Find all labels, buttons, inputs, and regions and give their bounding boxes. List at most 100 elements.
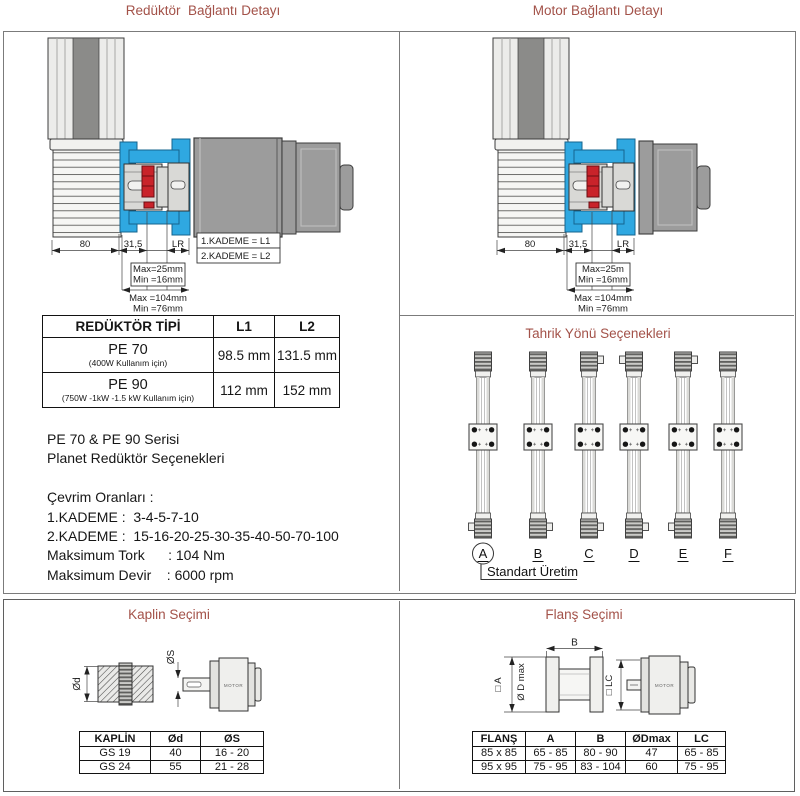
lc-header: LC	[677, 731, 726, 747]
tahrik-option-D: D	[619, 351, 649, 562]
spec-line: 1.KADEME : 3-4-5-7-10	[47, 508, 199, 525]
l1-header: L1	[213, 315, 275, 338]
table-row: GS 19 40 16 - 20	[79, 746, 264, 761]
dmax-header: ØDmax	[625, 731, 678, 747]
l2-value: 152 mm	[274, 372, 340, 408]
spec-line	[47, 469, 339, 488]
reduktor-connection-drawing: 80 31,5 LR 1.KADEME = L1 2.KADEME = L2 M…	[47, 37, 354, 315]
spec-line: PE 70 & PE 90 Serisi	[47, 431, 180, 447]
kaplin-drawing: Ød MOTOR ØS	[72, 649, 262, 712]
kaplin-model: GS 19	[79, 746, 151, 761]
b-label: B	[571, 638, 578, 649]
tahrik-option-C: C	[574, 351, 604, 562]
min16-label: Min =16mm	[578, 275, 628, 286]
kaplin-table: KAPLİN Ød ØS GS 19 40 16 - 20 GS 24 55 2…	[79, 731, 264, 774]
table-row: 95 x 95 75 - 95 83 - 104 60 75 - 95	[472, 759, 726, 774]
motor-shaft-stub	[546, 522, 553, 531]
spec-text-block: PE 70 & PE 90 Serisi Planet Redüktör Seç…	[47, 430, 339, 585]
actuator-column	[47, 37, 125, 238]
coupling-red-jaw	[141, 165, 155, 198]
motor-shaft-stub	[642, 522, 649, 531]
flans-section-title: Flanş Seçimi	[545, 607, 623, 622]
dmax-value: 47	[625, 746, 678, 761]
dim-80-label: 80	[80, 239, 91, 250]
b-dimension	[546, 645, 603, 657]
tahrik-option-label: C	[584, 546, 593, 561]
dim-315-label: 31,5	[569, 239, 588, 250]
max104-label: Max =104mm	[574, 293, 632, 304]
a-value: 75 - 95	[525, 759, 576, 774]
tahrik-option-label: B	[534, 546, 543, 561]
flans-header: FLANŞ	[472, 731, 526, 747]
motor-label: MOTOR	[655, 683, 674, 688]
b-header: B	[575, 731, 626, 747]
tahrik-option-F: F	[713, 351, 743, 562]
b-value: 80 - 90	[575, 746, 626, 761]
dmax-label: Ø D max	[516, 663, 527, 701]
lower-panel-divider	[399, 601, 400, 789]
b-value: 83 - 104	[575, 759, 626, 774]
motor-section-title: Motor Bağlantı Detayı	[532, 3, 664, 18]
min76-label: Min =76mm	[133, 304, 183, 315]
flange-spool	[545, 656, 604, 713]
motor-shaft-stub	[619, 355, 626, 364]
reduktor-type: PE 70	[108, 341, 148, 358]
dmax-value: 60	[625, 759, 678, 774]
tahrik-option-label: D	[629, 546, 638, 561]
coupling-side-view	[97, 662, 154, 706]
tahrik-option-A: A	[468, 351, 498, 565]
table-row: 85 x 85 65 - 85 80 - 90 47 65 - 85	[472, 746, 726, 761]
a-value: 65 - 85	[525, 746, 576, 761]
reduktor-type-note: (750W -1kW -1.5 kW Kullanım için)	[61, 392, 195, 403]
a-dimension	[504, 656, 546, 713]
a-label: □ A	[493, 677, 504, 692]
flans-drawing: B □ A Ø D max □ LC MOTOR	[493, 638, 696, 715]
od-value: 55	[150, 759, 201, 774]
os-value: 16 - 20	[200, 746, 264, 761]
dim-80-label: 80	[525, 239, 536, 250]
motor-body	[638, 140, 711, 235]
gearbox-motor	[193, 137, 354, 238]
os-label: ØS	[166, 649, 177, 664]
motor-shaft-stub	[597, 355, 604, 364]
table-row: PE 70 (400W Kullanım için) 98.5 mm 131.5…	[42, 337, 340, 373]
flans-motor: MOTOR	[626, 655, 696, 715]
reduktor-type-note: (400W Kullanım için)	[88, 357, 168, 368]
kademe2-label: 2.KADEME = L2	[201, 251, 270, 262]
os-value: 21 - 28	[200, 759, 264, 774]
kaplin-motor: MOTOR	[182, 657, 262, 712]
kaplin-header: KAPLİN	[79, 731, 151, 747]
coupling	[123, 162, 190, 212]
a-header: A	[525, 731, 576, 747]
kademe1-label: 1.KADEME = L1	[201, 236, 270, 247]
motor-shaft-stub	[668, 522, 675, 531]
reduktor-section-title: Redüktör Bağlantı Detayı	[125, 3, 281, 18]
dim-315-label: 31,5	[124, 239, 143, 250]
tahrik-section-title: Tahrik Yönü Seçenekleri	[525, 326, 671, 341]
spec-line: Maksimum Tork : 104 Nm	[47, 547, 225, 564]
upper-panel-divider	[399, 32, 400, 591]
spec-line: Çevrim Oranları :	[47, 489, 154, 506]
motor-connection-drawing: 80 31,5 LR Max=25m Min =16mm Max =104mm …	[492, 37, 711, 315]
tahrik-option-label: E	[679, 546, 688, 561]
od-dimension	[84, 666, 98, 702]
motor-shaft-stub	[691, 355, 698, 364]
dim-lr-label: LR	[172, 239, 184, 250]
flans-size: 95 x 95	[472, 759, 526, 774]
standard-option-circle	[472, 542, 494, 565]
max104-label: Max =104mm	[129, 293, 187, 304]
coupling-red-jaw	[586, 165, 600, 198]
dim-lr-label: LR	[617, 239, 629, 250]
motor-label: MOTOR	[224, 683, 243, 688]
max25-label: Max=25m	[582, 264, 624, 275]
motor-shaft-stub	[597, 522, 604, 531]
lc-value: 65 - 85	[677, 746, 726, 761]
od-header: Ød	[150, 731, 201, 747]
tahrik-option-label: F	[724, 546, 732, 561]
lc-label: □ LC	[604, 675, 615, 696]
l2-header: L2	[274, 315, 340, 338]
reduktor-table-header: REDÜKTÖR TİPİ	[42, 315, 214, 338]
spec-line: Planet Redüktör Seçenekleri	[47, 450, 225, 467]
motor-shaft-stub	[468, 522, 475, 531]
reduktor-dimensions	[51, 210, 281, 293]
